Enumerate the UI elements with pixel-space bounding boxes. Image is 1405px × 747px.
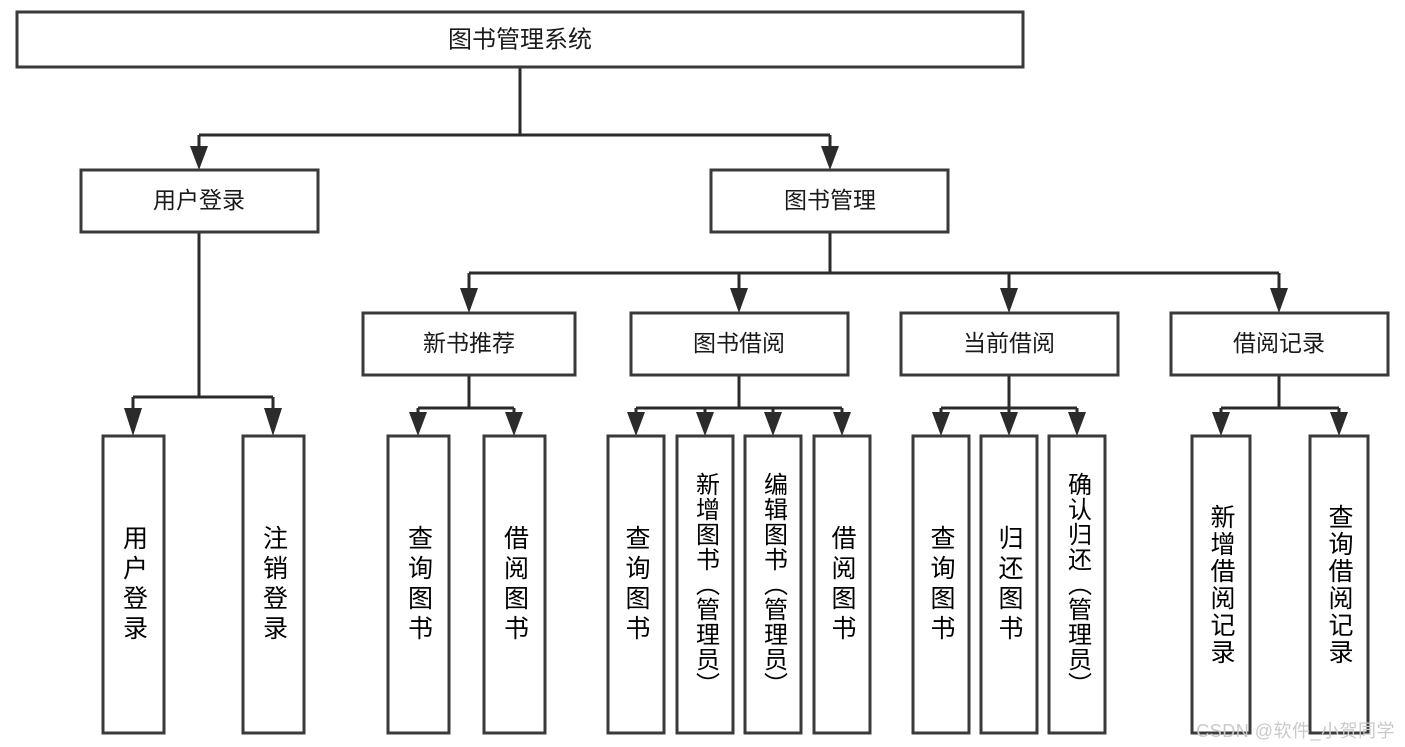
leaf-borrow-record-1-box <box>1190 434 1252 735</box>
node-book-borrow-box <box>629 311 850 377</box>
arrowhead-book-manage <box>821 146 839 170</box>
leaf-book-borrow-1[interactable]: 查询图书 <box>606 434 666 735</box>
leaf-new-book-1-box <box>386 434 451 735</box>
csdn-watermark: CSDN @软件_小贺同学 <box>1196 721 1395 741</box>
node-root[interactable]: 图书管理系统 <box>15 10 1025 69</box>
node-current-borrow[interactable]: 当前借阅 <box>899 311 1120 377</box>
leaf-book-borrow-2[interactable]: 新增图书（管理员） <box>675 434 735 735</box>
arrowhead-borrow-record <box>1270 288 1288 313</box>
arrowhead-leaf-u1 <box>124 408 142 436</box>
leaf-borrow-record-1[interactable]: 新增借阅记录 <box>1190 434 1252 735</box>
leaf-borrow-record-1-text-area: 新增借阅记录 <box>1207 503 1235 666</box>
leaf-borrow-record-2-text-area: 查询借阅记录 <box>1325 503 1353 666</box>
leaf-borrow-record-2-box <box>1308 434 1370 735</box>
leaf-current-borrow-1-text-area: 查询图书 <box>927 524 955 645</box>
arrowhead-leaf-r1 <box>1212 412 1230 436</box>
node-user-login-label: 用户登录 <box>153 187 245 213</box>
arrowhead-leaf-b3 <box>764 412 782 436</box>
node-user-login-box <box>79 168 320 234</box>
node-root-box <box>15 10 1025 69</box>
arrowhead-leaf-c1 <box>932 412 950 436</box>
leaf-new-book-2-box <box>482 434 547 735</box>
leaf-new-book-1[interactable]: 查询图书 <box>386 434 451 735</box>
leaf-current-borrow-1-label: 查询图书 <box>927 524 955 645</box>
node-book-borrow[interactable]: 图书借阅 <box>629 311 850 377</box>
arrowhead-leaf-n2 <box>505 412 523 436</box>
node-current-borrow-box <box>899 311 1120 377</box>
arrowhead-leaf-b1 <box>627 412 645 436</box>
leaf-book-borrow-1-box <box>606 434 666 735</box>
leaf-current-borrow-3[interactable]: 确认归还（管理员） <box>1047 434 1107 735</box>
leaf-user-login-2[interactable]: 注销登录 <box>241 434 306 735</box>
leaf-borrow-record-2-label: 查询借阅记录 <box>1325 503 1353 666</box>
arrowhead-new-book <box>460 288 478 313</box>
leaf-book-borrow-4-label: 借阅图书 <box>828 524 856 645</box>
leaf-current-borrow-3-text-area: 确认归还（管理员） <box>1063 472 1091 697</box>
node-book-manage-label: 图书管理 <box>784 187 876 213</box>
node-root-label: 图书管理系统 <box>448 26 592 53</box>
leaf-book-borrow-3-box <box>743 434 803 735</box>
node-borrow-record[interactable]: 借阅记录 <box>1169 311 1390 377</box>
node-book-manage[interactable]: 图书管理 <box>709 168 950 234</box>
leaf-user-login-2-text-area: 注销登录 <box>259 524 288 645</box>
leaf-user-login-1[interactable]: 用户登录 <box>101 434 166 735</box>
leaf-borrow-record-2[interactable]: 查询借阅记录 <box>1308 434 1370 735</box>
node-book-manage-box <box>709 168 950 234</box>
leaf-new-book-2-text-area: 借阅图书 <box>500 524 529 645</box>
node-book-borrow-label: 图书借阅 <box>693 330 785 356</box>
arrowhead-user-login <box>190 146 208 170</box>
arrowhead-leaf-b4 <box>833 412 851 436</box>
leaf-current-borrow-2-text-area: 归还图书 <box>995 524 1023 645</box>
arrowhead-leaf-r2 <box>1330 412 1348 436</box>
node-new-book-recommend-label: 新书推荐 <box>423 330 515 356</box>
leaf-new-book-1-label: 查询图书 <box>404 524 433 645</box>
leaf-user-login-1-text-area: 用户登录 <box>119 524 148 645</box>
leaf-user-login-1-box <box>101 434 166 735</box>
leaf-current-borrow-1[interactable]: 查询图书 <box>911 434 971 735</box>
leaf-user-login-2-label: 注销登录 <box>259 524 288 645</box>
leaf-book-borrow-1-text-area: 查询图书 <box>622 524 650 645</box>
leaf-book-borrow-2-text-area: 新增图书（管理员） <box>691 472 719 697</box>
arrowhead-book-borrow <box>730 288 748 313</box>
node-current-borrow-label: 当前借阅 <box>963 330 1055 356</box>
node-user-login[interactable]: 用户登录 <box>79 168 320 234</box>
node-new-book-recommend[interactable]: 新书推荐 <box>361 311 577 377</box>
node-new-book-recommend-box <box>361 311 577 377</box>
leaf-new-book-2[interactable]: 借阅图书 <box>482 434 547 735</box>
leaf-current-borrow-2-label: 归还图书 <box>995 524 1023 645</box>
leaf-book-borrow-2-box <box>675 434 735 735</box>
leaf-new-book-2-label: 借阅图书 <box>500 524 529 645</box>
leaf-current-borrow-3-box <box>1047 434 1107 735</box>
leaf-book-borrow-1-label: 查询图书 <box>622 524 650 645</box>
leaf-book-borrow-4-box <box>812 434 872 735</box>
leaf-current-borrow-2[interactable]: 归还图书 <box>979 434 1039 735</box>
leaf-borrow-record-1-label: 新增借阅记录 <box>1207 503 1235 666</box>
leaf-user-login-2-box <box>241 434 306 735</box>
leaf-user-login-1-label: 用户登录 <box>119 524 148 645</box>
arrowhead-current-borrow <box>1000 288 1018 313</box>
leaf-current-borrow-3-label: 确认归还（管理员） <box>1063 472 1091 697</box>
leaf-book-borrow-3-text-area: 编辑图书（管理员） <box>759 472 787 697</box>
arrowhead-leaf-n1 <box>409 412 427 436</box>
node-borrow-record-label: 借阅记录 <box>1233 330 1325 356</box>
arrowhead-leaf-c2 <box>1000 412 1018 436</box>
leaf-book-borrow-4[interactable]: 借阅图书 <box>812 434 872 735</box>
leaf-current-borrow-2-box <box>979 434 1039 735</box>
leaf-book-borrow-3[interactable]: 编辑图书（管理员） <box>743 434 803 735</box>
leaf-current-borrow-1-box <box>911 434 971 735</box>
node-borrow-record-box <box>1169 311 1390 377</box>
arrowhead-leaf-c3 <box>1068 412 1086 436</box>
leaf-book-borrow-3-label: 编辑图书（管理员） <box>759 472 787 697</box>
leaf-book-borrow-4-text-area: 借阅图书 <box>828 524 856 645</box>
leaf-book-borrow-2-label: 新增图书（管理员） <box>691 472 719 697</box>
connectors <box>124 67 1348 436</box>
arrowhead-leaf-b2 <box>696 412 714 436</box>
leaf-new-book-1-text-area: 查询图书 <box>404 524 433 645</box>
arrowhead-leaf-u2 <box>264 408 282 436</box>
